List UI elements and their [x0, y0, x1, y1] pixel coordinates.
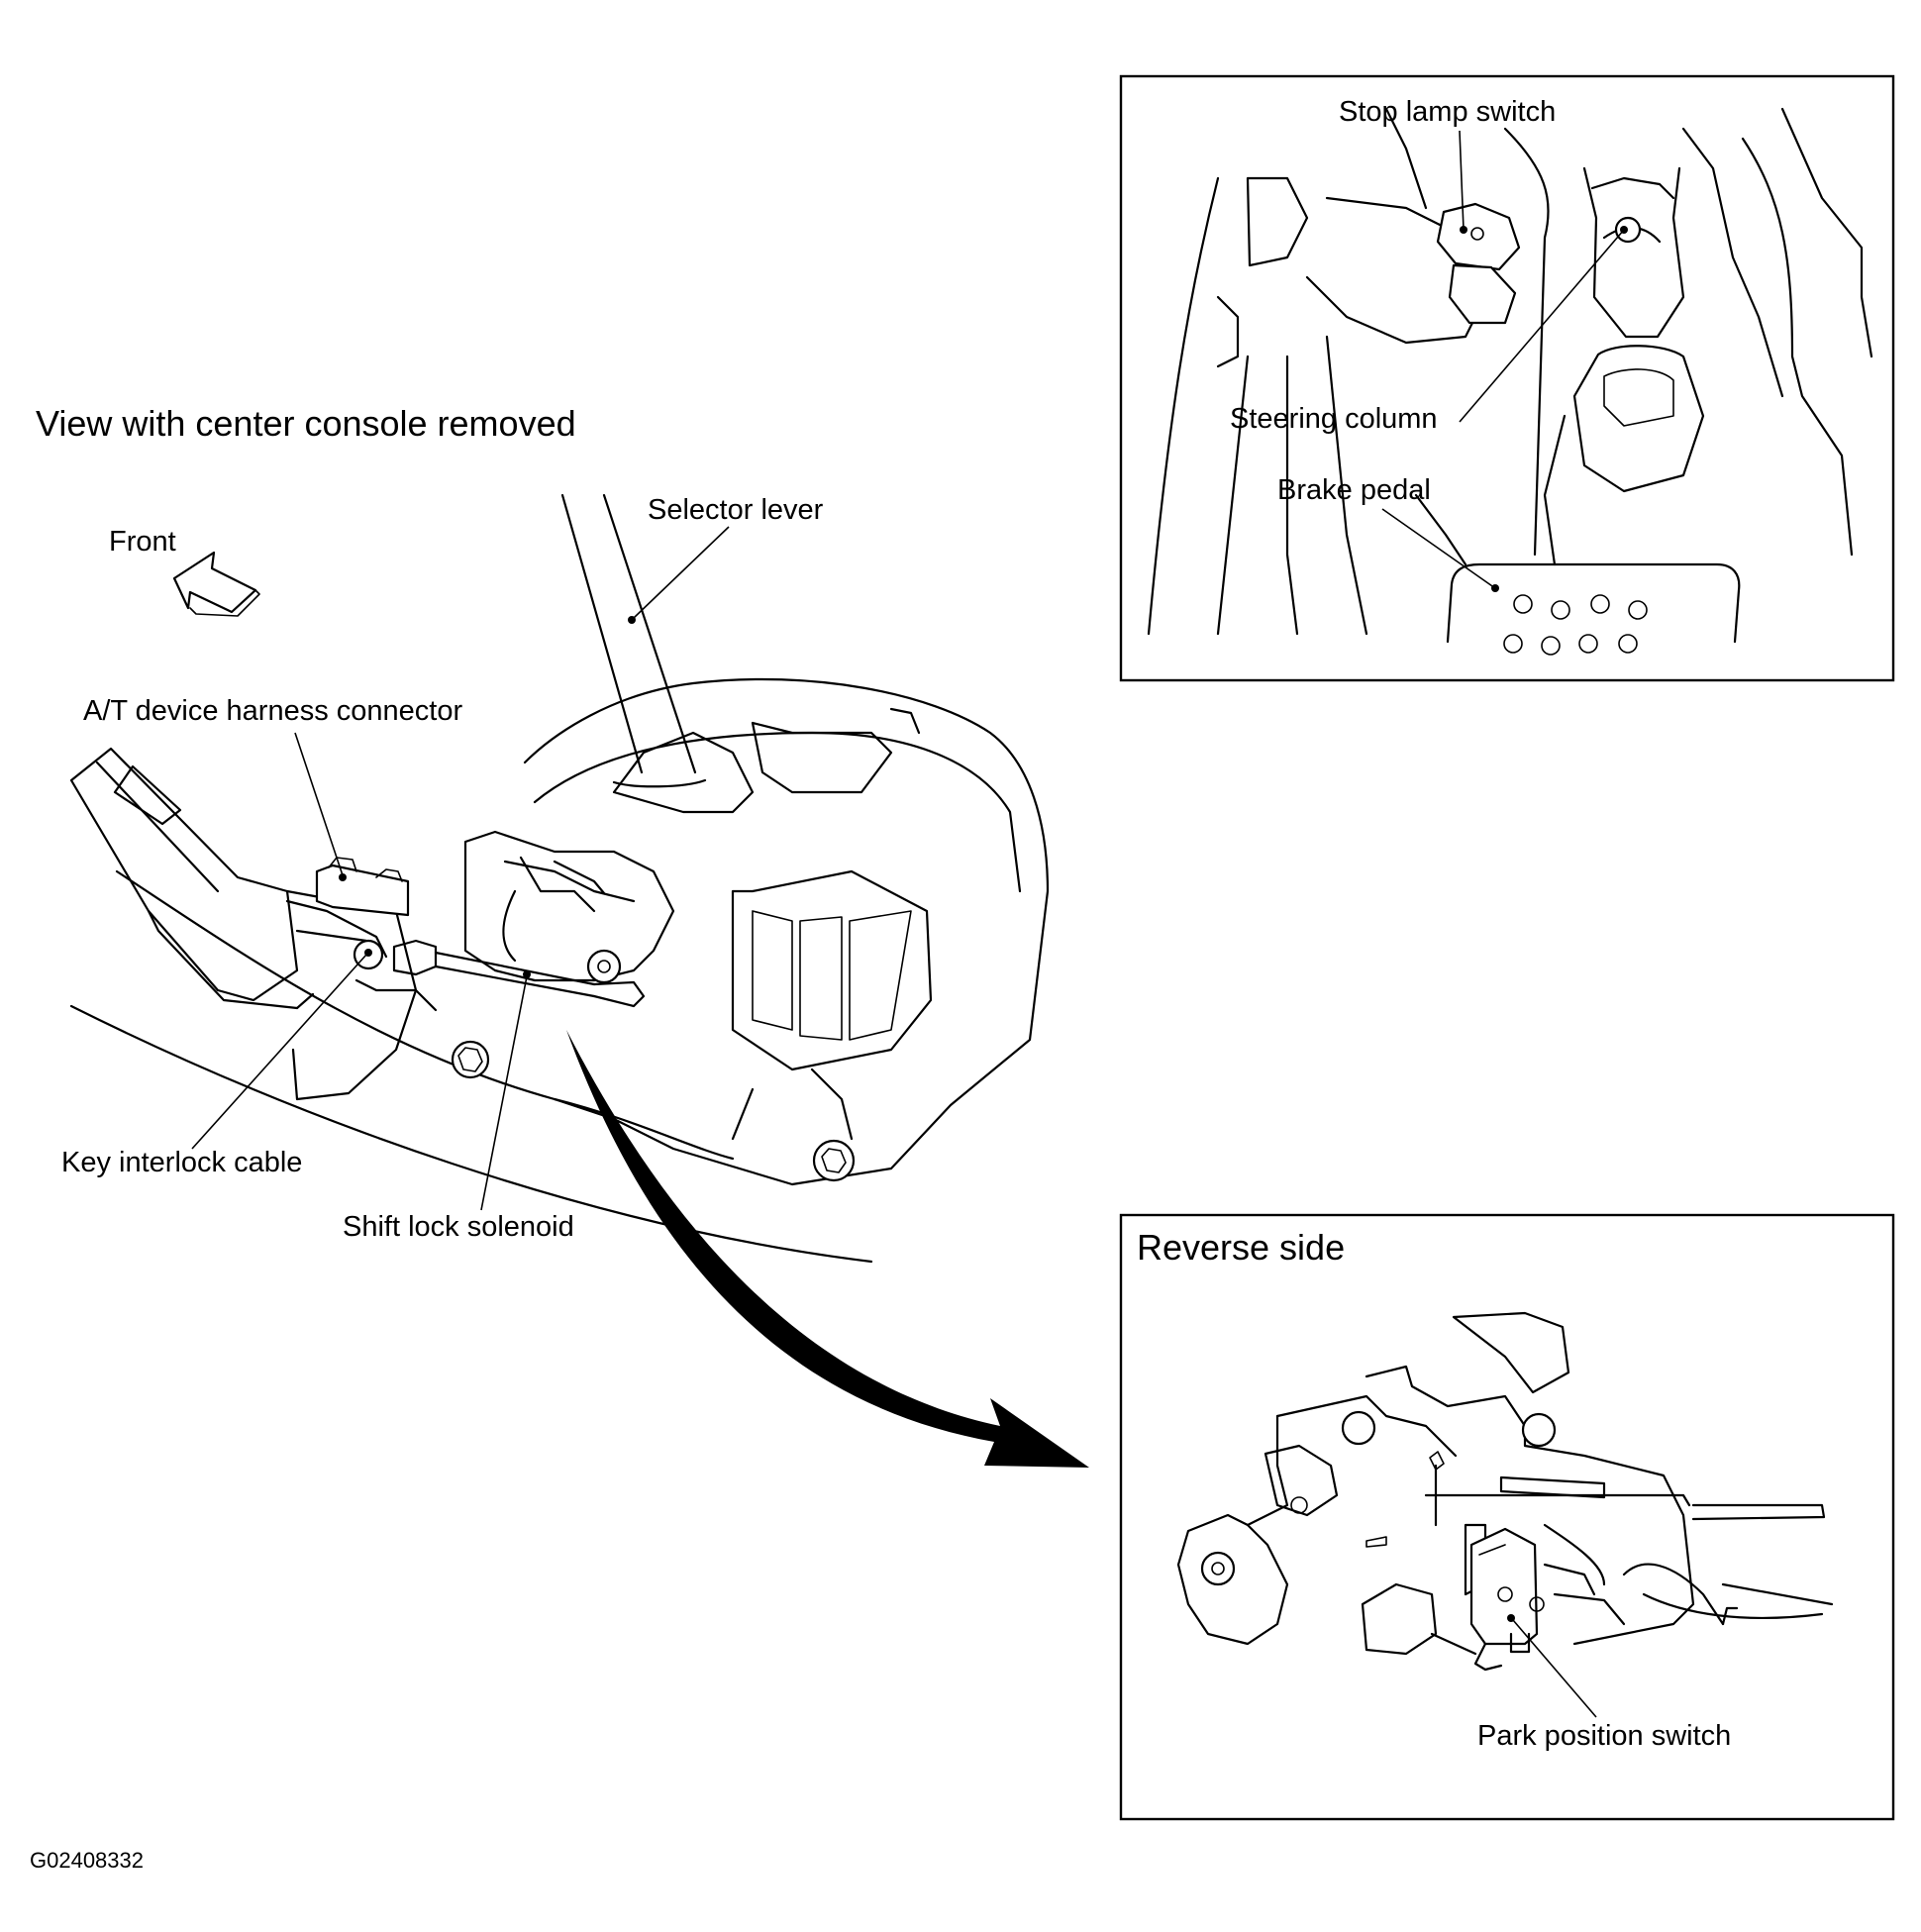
shift-lock-label: Shift lock solenoid [343, 1211, 574, 1243]
reverse-side-title: Reverse side [1137, 1227, 1345, 1268]
at-harness-leader [294, 732, 344, 876]
steering-column-label: Steering column [1230, 403, 1438, 435]
park-position-label: Park position switch [1477, 1720, 1731, 1752]
key-interlock-label: Key interlock cable [61, 1147, 302, 1178]
view-arrow-icon [566, 1030, 1089, 1468]
at-harness-label: A/T device harness connector [83, 695, 462, 727]
shifter-assembly [69, 493, 1089, 1468]
park-position-switch-icon [1469, 1527, 1545, 1672]
pedal-view-panel: Stop lamp switch Steering column Brake p… [1119, 74, 1895, 682]
view-title: View with center console removed [36, 403, 576, 444]
bolt-icon [451, 1040, 490, 1079]
brake-pedal-label: Brake pedal [1277, 474, 1431, 506]
reverse-side-drawing [1176, 1311, 1834, 1672]
shift-lock-leader [480, 975, 528, 1211]
brake-pedal-pad [1446, 562, 1741, 656]
reverse-side-panel: Reverse side [1119, 1213, 1895, 1821]
front-label: Front [109, 526, 176, 558]
figure-id: G02408332 [30, 1848, 144, 1873]
selector-lever-leader [633, 526, 730, 619]
stop-lamp-label: Stop lamp switch [1339, 96, 1556, 128]
brake-pedal-leader [1381, 508, 1496, 589]
front-arrow-icon [172, 551, 260, 617]
key-interlock-leader [191, 954, 367, 1150]
bolt-icon [812, 1139, 856, 1182]
stop-lamp-switch-icon [1436, 202, 1521, 325]
steering-column-leader [1459, 229, 1625, 423]
stop-lamp-leader [1459, 130, 1465, 231]
selector-lever-label: Selector lever [648, 494, 824, 526]
park-position-leader [1512, 1619, 1597, 1718]
pedal-view-drawing [1147, 107, 1873, 656]
